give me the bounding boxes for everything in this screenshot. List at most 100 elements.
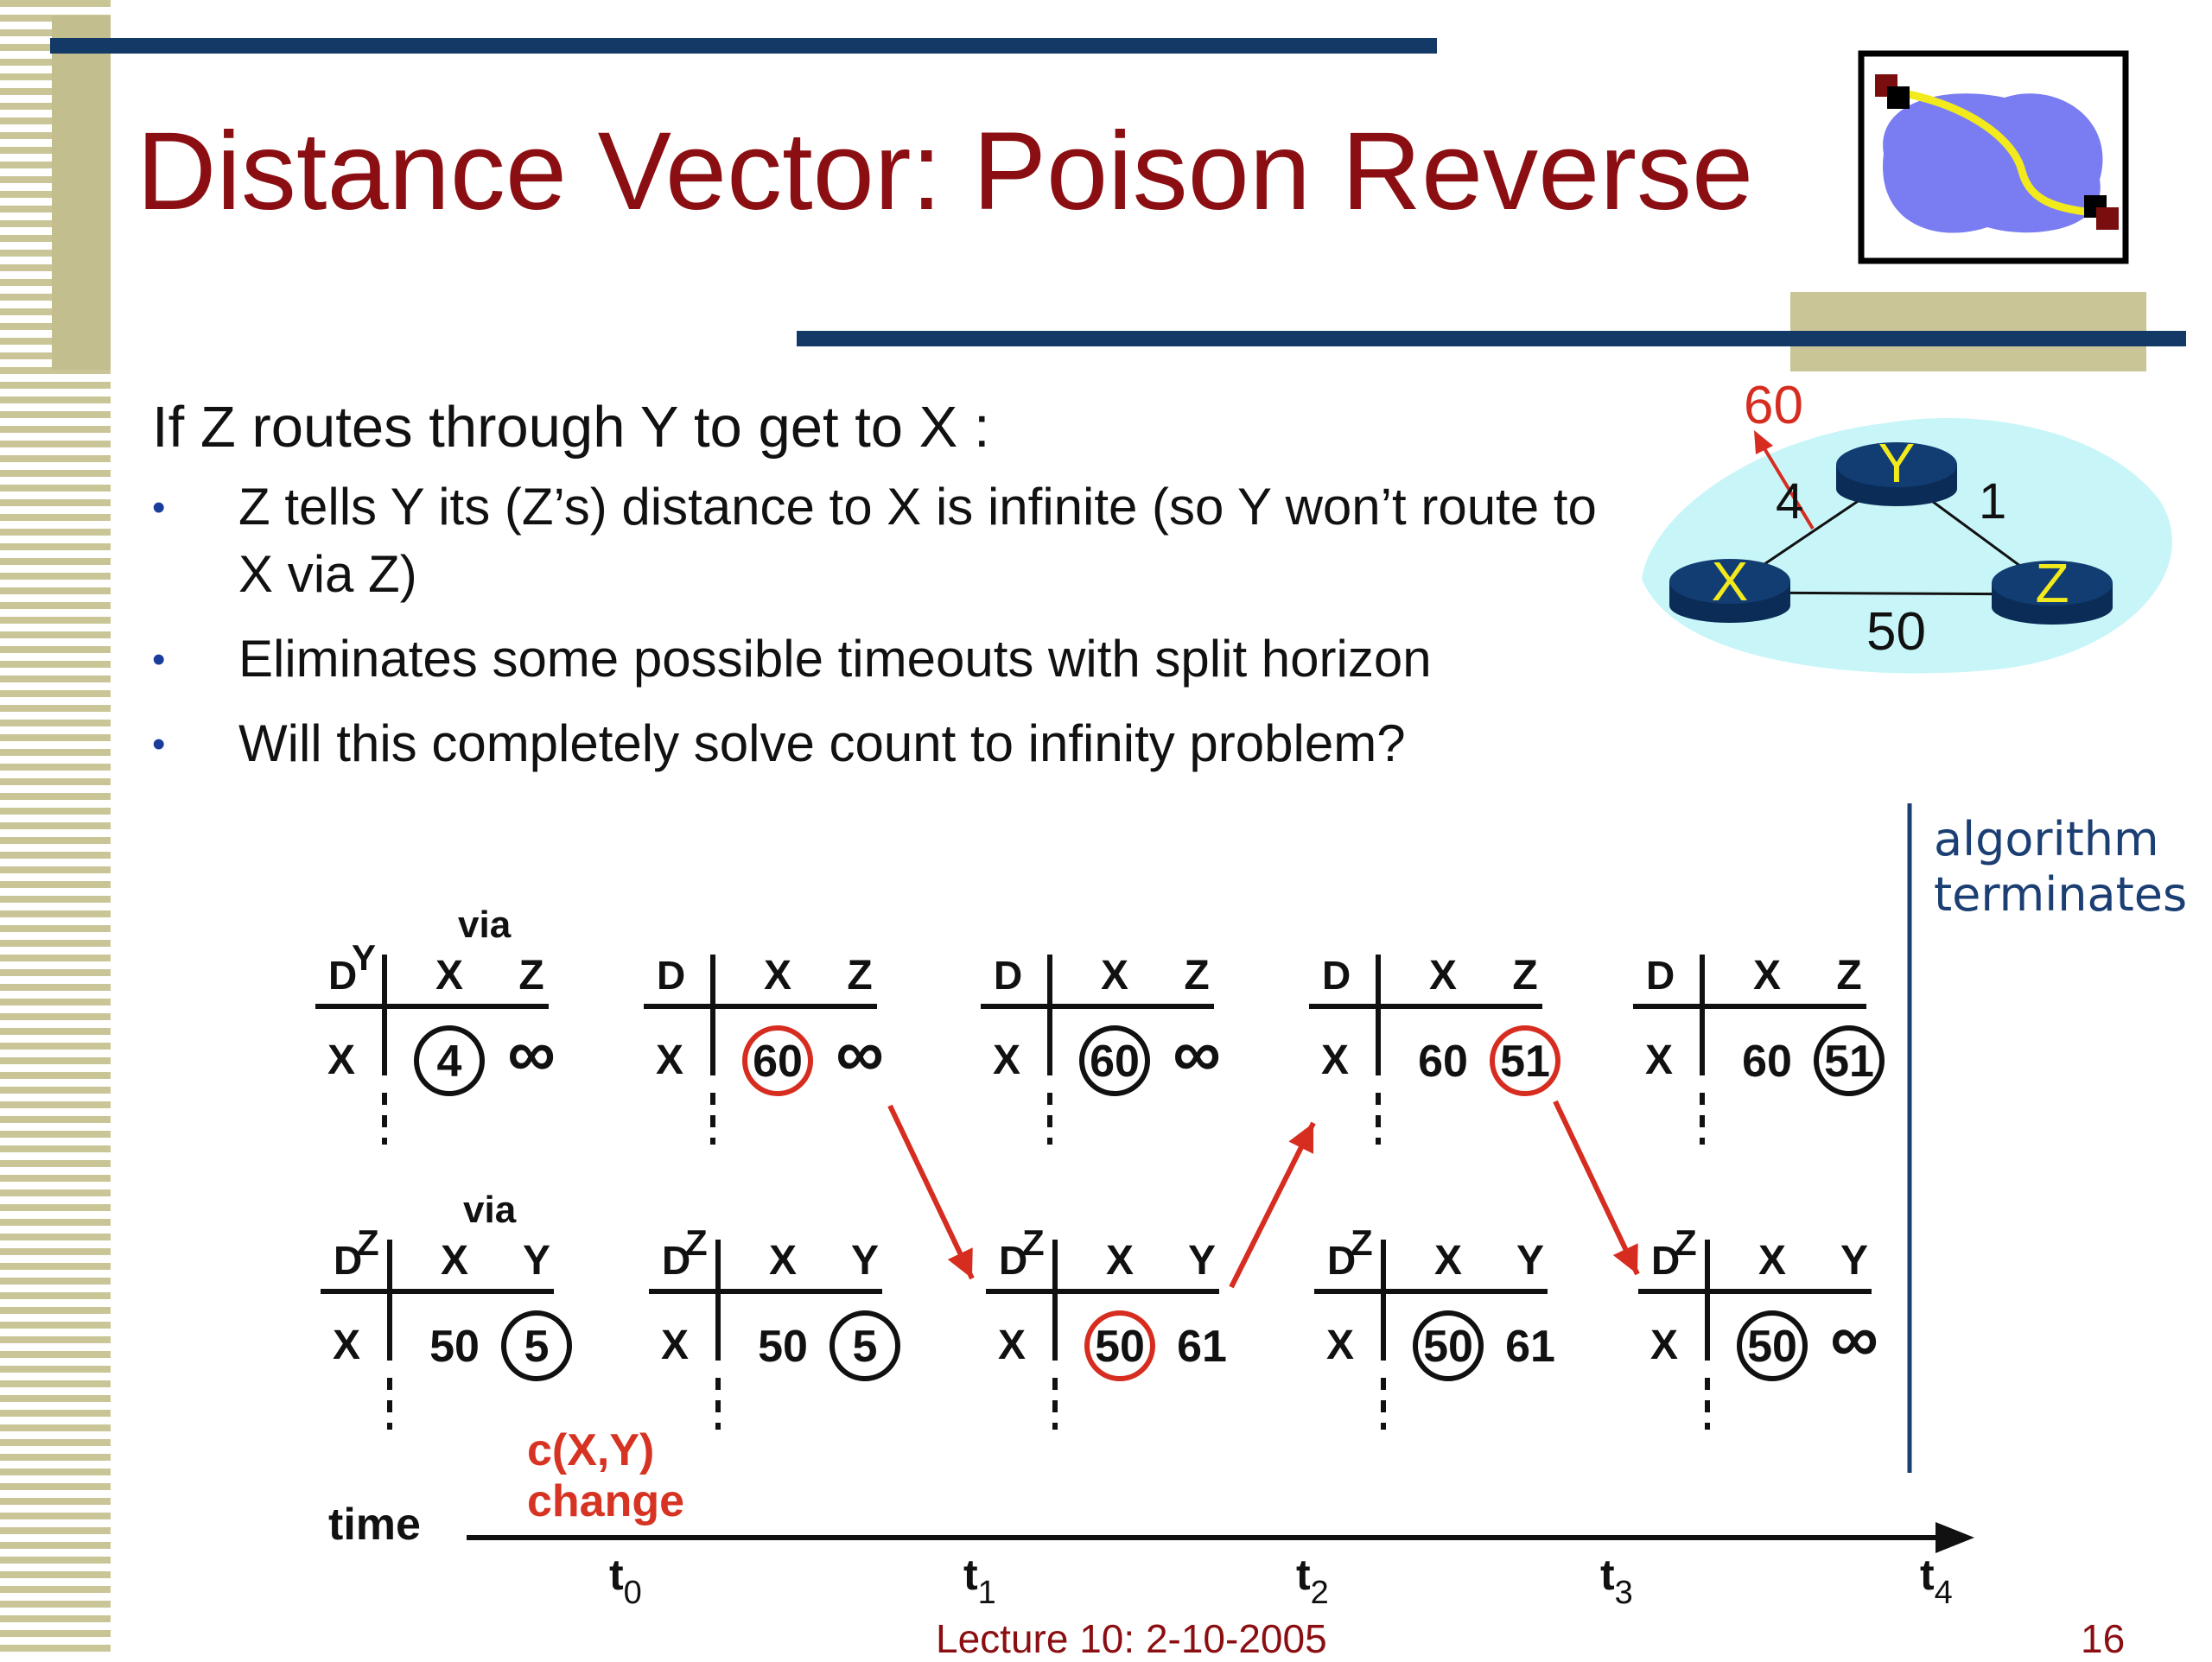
table-bottom-4-node-label: Z xyxy=(1351,1222,1373,1263)
table-bottom-3-row-label: X xyxy=(998,1323,1026,1368)
table-bottom-3-cell-value: 61 xyxy=(1177,1322,1227,1372)
table-bottom-3-col-header: Y xyxy=(1188,1238,1216,1284)
table-top-3-cell-value: 60 xyxy=(1090,1037,1140,1087)
table-bottom-3-value-circle xyxy=(1084,1310,1155,1381)
time-tick-label: t1 xyxy=(963,1551,996,1611)
table-bottom-1-dest-header: D xyxy=(334,1238,362,1283)
table-bottom-2-col-header: Y xyxy=(851,1238,879,1284)
table-top-3-col-header: Z xyxy=(1184,953,1209,999)
bullet-item: Z tells Y its (Z’s) distance to X is inf… xyxy=(152,473,1621,608)
table-top-2-value-circle xyxy=(742,1025,813,1096)
table-bottom-3-col-header: X xyxy=(1106,1238,1134,1284)
table-top-1-cell-value: ∞ xyxy=(507,1015,556,1091)
title-underline-rule xyxy=(797,331,2186,346)
table-bottom-5-row-label: X xyxy=(1650,1323,1678,1368)
network-topology-diagram: 60 4 1 50 Y X Z xyxy=(1642,376,2172,674)
footer-lecture: Lecture 10: 2-10-2005 xyxy=(936,1616,1327,1661)
svg-text:Y: Y xyxy=(1878,432,1916,494)
table-bottom-1-col-header: X xyxy=(441,1238,468,1284)
page-title: Distance Vector: Poison Reverse xyxy=(137,110,1754,233)
table-top-4-col-header: X xyxy=(1429,953,1457,999)
table-bottom-1-value-circle xyxy=(501,1310,572,1381)
table-bottom-3-cell-value: 50 xyxy=(1095,1322,1145,1372)
table-bottom-4-col-header: X xyxy=(1434,1238,1462,1284)
table-top-5-dest-header: D xyxy=(1646,953,1675,998)
table-top-2-col-header: Z xyxy=(847,953,872,999)
table-bottom-2-col-header: X xyxy=(769,1238,797,1284)
propagation-arrow xyxy=(1229,1121,1316,1289)
propagation-arrow xyxy=(887,1104,975,1280)
table-top-2-cell-value: 60 xyxy=(753,1037,803,1087)
table-bottom-2-value-circle xyxy=(830,1310,900,1381)
table-top-1-row-label: X xyxy=(327,1037,355,1083)
table-bottom-2-cell-value: 50 xyxy=(758,1322,808,1372)
table-top-1-col-header: X xyxy=(435,953,463,999)
table-top-3-value-circle xyxy=(1079,1025,1150,1096)
table-bottom-5-value-circle xyxy=(1737,1310,1808,1381)
time-tick-label: t4 xyxy=(1920,1551,1953,1611)
table-top-2-row-label: X xyxy=(656,1037,683,1083)
table-bottom-3-dest-header: D xyxy=(999,1238,1027,1283)
table-bottom-4-cell-value: 50 xyxy=(1423,1322,1473,1372)
table-top-3-col-header: X xyxy=(1101,953,1128,999)
time-tick-label: t3 xyxy=(1600,1551,1633,1611)
link-cost-label: 1 xyxy=(1979,473,2006,530)
table-top-2-col-header: X xyxy=(764,953,791,999)
table-bottom-1-col-header: Y xyxy=(523,1238,550,1284)
table-bottom-1-via-label: via xyxy=(463,1189,517,1231)
bullet-item: Will this completely solve count to infi… xyxy=(152,710,1621,778)
table-top-5-cell-value: 51 xyxy=(1824,1037,1874,1087)
propagation-arrow xyxy=(1553,1100,1640,1276)
link-cost-label: 50 xyxy=(1866,602,1926,662)
table-top-2-dest-header: D xyxy=(657,953,685,998)
table-bottom-1-cell-value: 5 xyxy=(524,1322,550,1372)
table-top-5-row-label: X xyxy=(1645,1037,1673,1083)
table-top-1-via-label: via xyxy=(458,904,512,946)
table-top-4-row-label: X xyxy=(1321,1037,1349,1083)
table-top-1-node-label: Y xyxy=(352,937,376,978)
table-top-1-col-header: Z xyxy=(518,953,543,999)
cost-change-arrowhead xyxy=(1754,430,1773,454)
table-top-3-row-label: X xyxy=(993,1037,1020,1083)
table-bottom-4-row-label: X xyxy=(1326,1323,1354,1368)
intro-text: If Z routes through Y to get to X : xyxy=(152,395,990,460)
table-bottom-5-cell-value: 50 xyxy=(1747,1322,1797,1372)
table-bottom-2-dest-header: D xyxy=(662,1238,690,1283)
time-axis-label: time xyxy=(328,1500,421,1550)
table-bottom-4-col-header: Y xyxy=(1516,1238,1544,1284)
router-x: X xyxy=(1669,550,1790,623)
table-bottom-5-dest-header: D xyxy=(1651,1238,1680,1283)
top-rule xyxy=(50,38,1437,54)
table-top-5-value-circle xyxy=(1814,1025,1885,1096)
bullet-item: Eliminates some possible timeouts with s… xyxy=(152,625,1621,694)
table-top-3-dest-header: D xyxy=(994,953,1022,998)
router-z: Z xyxy=(1992,552,2113,625)
table-top-5-cell-value: 60 xyxy=(1742,1037,1792,1087)
router-y: Y xyxy=(1836,432,1957,506)
table-top-4-col-header: Z xyxy=(1512,953,1537,999)
table-top-1-dest-header: D xyxy=(328,953,357,998)
table-top-5-col-header: Z xyxy=(1836,953,1861,999)
svg-text:Z: Z xyxy=(2035,552,2069,614)
table-top-4-cell-value: 51 xyxy=(1500,1037,1550,1087)
table-bottom-1-row-label: X xyxy=(333,1323,360,1368)
time-axis-arrowhead xyxy=(1936,1522,1974,1553)
link-cost-label: 4 xyxy=(1776,473,1803,530)
table-bottom-4-value-circle xyxy=(1413,1310,1484,1381)
table-top-1-cell-value: 4 xyxy=(437,1037,462,1087)
table-top-4-dest-header: D xyxy=(1322,953,1351,998)
table-bottom-4-cell-value: 61 xyxy=(1505,1322,1555,1372)
time-tick-label: t2 xyxy=(1296,1551,1329,1611)
bullet-list: Z tells Y its (Z’s) distance to X is inf… xyxy=(152,473,1621,795)
table-top-2-cell-value: ∞ xyxy=(836,1015,884,1091)
changed-cost-label: 60 xyxy=(1744,376,1803,435)
propagation-arrowhead xyxy=(947,1247,973,1278)
table-bottom-2-row-label: X xyxy=(661,1323,689,1368)
cost-change-arrow xyxy=(1761,444,1815,530)
table-top-4-value-circle xyxy=(1490,1025,1560,1096)
table-top-1-value-circle xyxy=(414,1025,485,1096)
table-bottom-1-node-label: Z xyxy=(357,1222,379,1263)
network-logo-icon xyxy=(1858,50,2129,264)
